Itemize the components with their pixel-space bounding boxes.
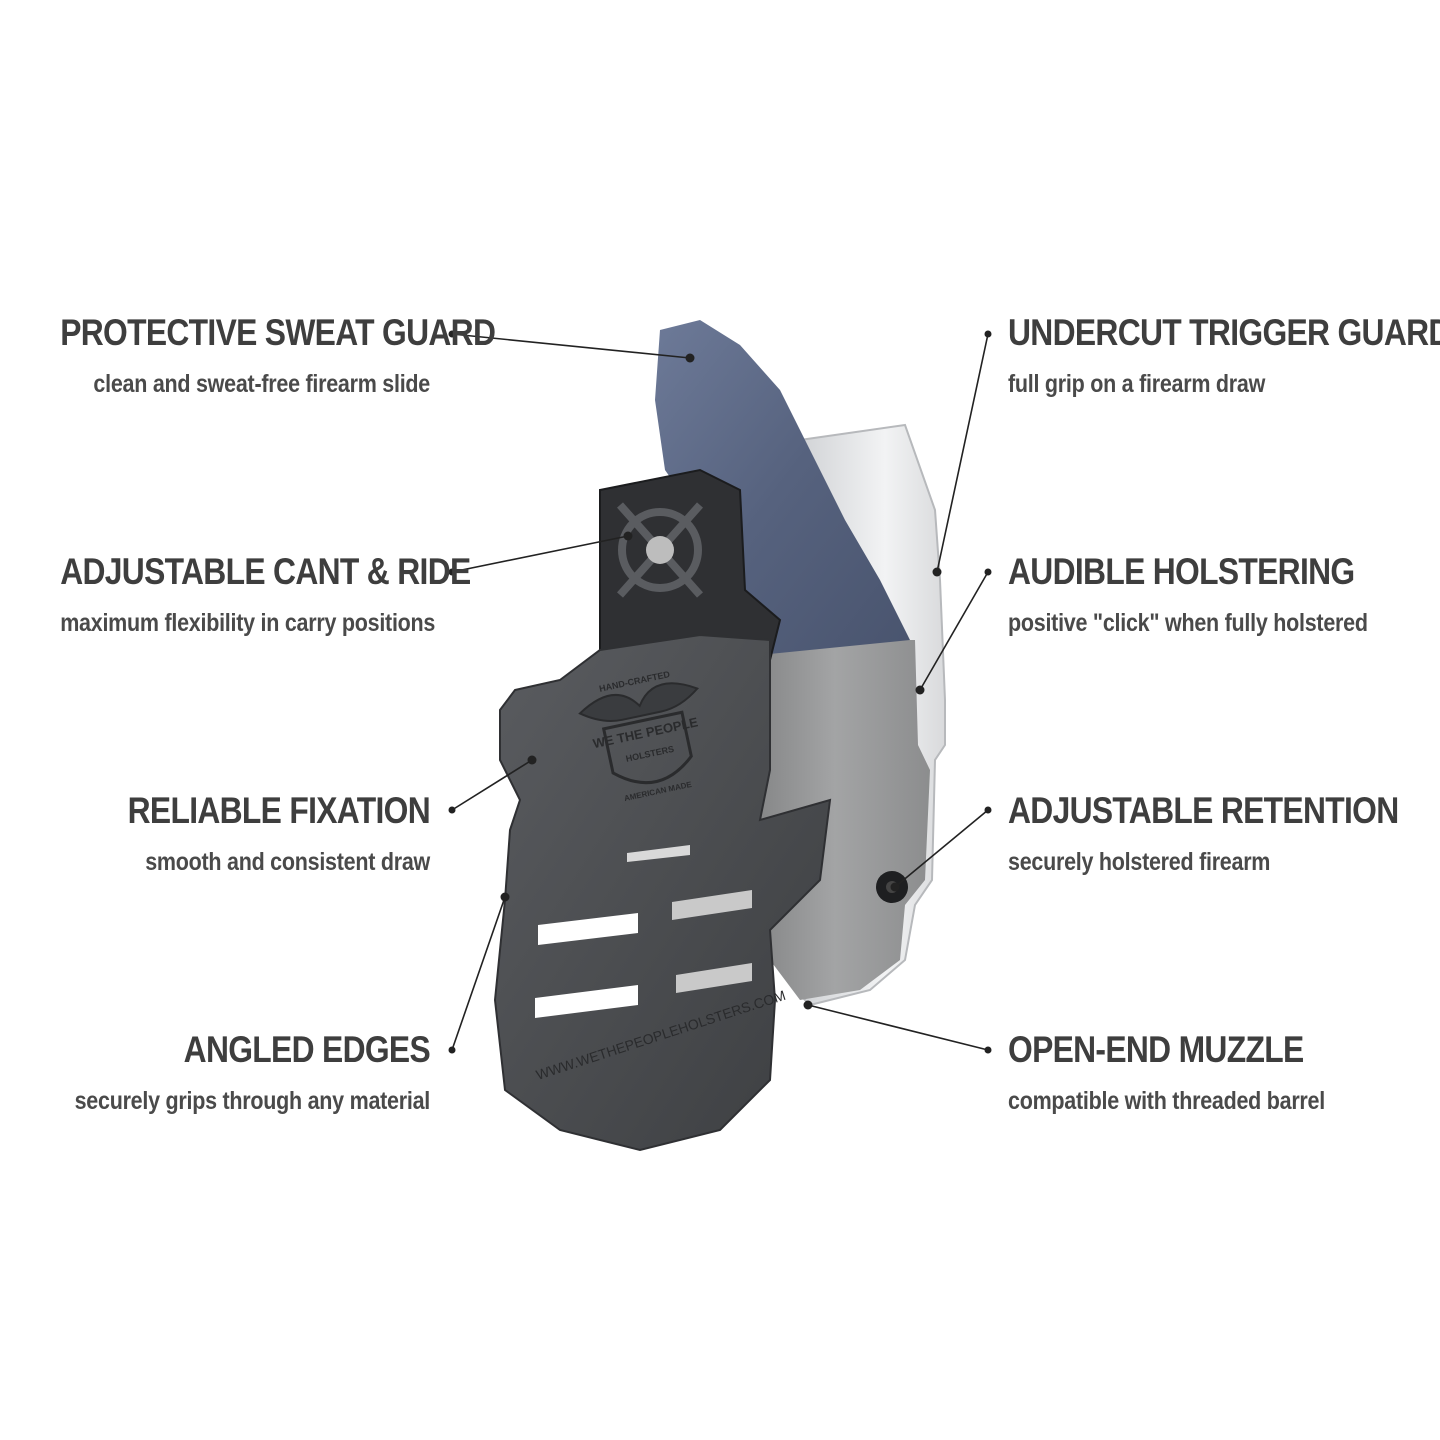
feature-title: RELIABLE FIXATION (127, 790, 431, 831)
feature-subtitle: full grip on a firearm draw (1008, 370, 1266, 398)
feature-title: ADJUSTABLE RETENTION (1008, 790, 1399, 831)
feature-angled-edges: ANGLED EDGES securely grips through any … (0, 1029, 431, 1116)
leader-sweat (451, 333, 691, 359)
feature-subtitle: securely grips through any material (74, 1087, 431, 1115)
feature-fixation: RELIABLE FIXATION smooth and consistent … (0, 790, 431, 877)
leader-dots (448, 330, 992, 1054)
feature-subtitle: clean and sweat-free firearm slide (93, 370, 430, 398)
feature-retention: ADJUSTABLE RETENTION securely holstered … (1008, 791, 1438, 877)
feature-subtitle: maximum flexibility in carry positions (60, 609, 436, 637)
feature-title: ANGLED EDGES (183, 1029, 431, 1070)
feature-audible-holstering: AUDIBLE HOLSTERING positive "click" when… (1008, 552, 1438, 638)
feature-title: PROTECTIVE SWEAT GUARD (60, 312, 496, 353)
feature-subtitle: compatible with threaded barrel (1008, 1087, 1325, 1115)
leader-retention (894, 809, 989, 888)
paddle-slots (535, 845, 752, 1018)
paddle (493, 633, 832, 1152)
feature-title: OPEN-END MUZZLE (1008, 1029, 1304, 1070)
feature-sweat-guard: PROTECTIVE SWEAT GUARD clean and sweat-f… (0, 312, 496, 399)
leader-trigger (936, 333, 989, 573)
feature-subtitle: positive "click" when fully holstered (1008, 609, 1368, 637)
feature-cant-ride: ADJUSTABLE CANT & RIDE maximum flexibili… (0, 551, 471, 638)
feature-title: UNDERCUT TRIGGER GUARD (1008, 312, 1440, 353)
leader-audible (919, 571, 989, 691)
leader-edges (451, 896, 506, 1051)
feature-title: AUDIBLE HOLSTERING (1008, 551, 1355, 592)
feature-subtitle: securely holstered firearm (1008, 848, 1271, 876)
leader-cant (451, 535, 629, 573)
feature-subtitle: smooth and consistent draw (145, 848, 430, 876)
holster-blue-body (655, 320, 910, 655)
feature-open-muzzle: OPEN-END MUZZLE compatible with threaded… (1008, 1030, 1438, 1116)
feature-title: ADJUSTABLE CANT & RIDE (60, 551, 471, 592)
leader-lines (451, 333, 989, 1051)
feature-trigger-guard: UNDERCUT TRIGGER GUARD full grip on a fi… (1008, 312, 1440, 399)
leader-fixation (451, 759, 533, 811)
leader-muzzle (807, 1004, 989, 1051)
